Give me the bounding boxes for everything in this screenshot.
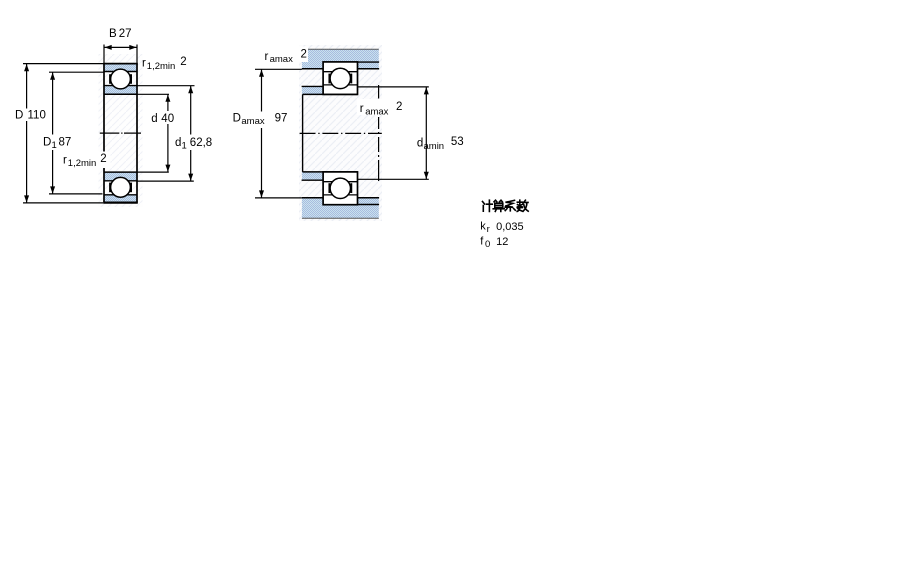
svg-text:2: 2	[180, 56, 186, 68]
svg-text:amax: amax	[365, 106, 388, 117]
svg-text:D: D	[233, 112, 241, 124]
svg-text:d: d	[151, 113, 157, 125]
svg-text:f: f	[480, 236, 484, 248]
svg-text:1,2min: 1,2min	[68, 158, 97, 169]
svg-text:27: 27	[119, 28, 132, 40]
svg-text:amax: amax	[270, 54, 293, 65]
svg-text:d: d	[175, 137, 181, 149]
svg-text:r: r	[487, 224, 490, 235]
svg-text:1: 1	[182, 140, 187, 151]
svg-text:0,035: 0,035	[496, 221, 524, 233]
svg-text:r: r	[360, 103, 364, 115]
svg-text:1: 1	[52, 140, 57, 151]
svg-text:r: r	[142, 58, 146, 70]
svg-text:2: 2	[301, 48, 307, 60]
svg-text:2: 2	[396, 101, 402, 113]
svg-text:amin: amin	[424, 141, 445, 152]
svg-text:53: 53	[451, 136, 464, 148]
svg-text:40: 40	[161, 113, 174, 125]
svg-text:amax: amax	[241, 116, 264, 127]
svg-text:r: r	[265, 51, 269, 63]
svg-text:110: 110	[28, 110, 46, 122]
svg-text:B: B	[109, 28, 117, 40]
svg-text:D: D	[15, 110, 23, 122]
svg-text:1,2min: 1,2min	[147, 61, 176, 72]
svg-text:d: d	[417, 137, 423, 149]
svg-text:87: 87	[59, 137, 72, 149]
svg-text:k: k	[480, 221, 486, 233]
svg-text:r: r	[63, 155, 67, 167]
svg-text:2: 2	[100, 153, 106, 165]
svg-text:0: 0	[485, 239, 490, 250]
svg-text:12: 12	[496, 236, 508, 248]
svg-text:D: D	[43, 137, 51, 149]
svg-text:97: 97	[275, 112, 288, 124]
svg-text:62,8: 62,8	[190, 137, 212, 149]
